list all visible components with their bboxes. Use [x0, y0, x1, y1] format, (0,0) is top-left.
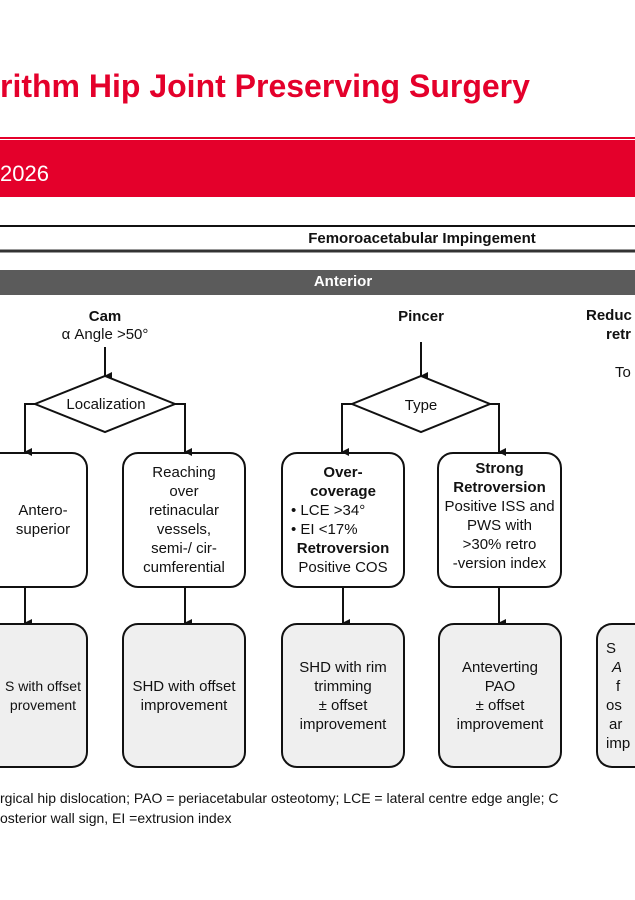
anterior-label: Anterior — [313, 273, 373, 290]
box-text: os — [606, 696, 622, 714]
box-text: provement — [9, 696, 77, 713]
box-text: trimming — [314, 677, 372, 695]
outcome-3: SHD with rim trimming ± offset improveme… — [281, 623, 405, 768]
box-text: S with offset — [4, 677, 81, 694]
box-text: S — [606, 639, 617, 657]
box-text: SHD with offset — [132, 677, 236, 695]
type-diamond — [349, 374, 493, 434]
type-right-branch — [490, 403, 506, 456]
box-text: improvement — [299, 715, 387, 733]
footnote-line-2: osterior wall sign, EI =extrusion index — [0, 810, 232, 826]
title-divider — [0, 137, 635, 139]
localization-left-branch — [24, 403, 35, 456]
box-text: vessels, — [156, 521, 212, 538]
localization-right-branch — [175, 403, 192, 456]
box-text: A — [612, 658, 623, 676]
box-text: ± offset — [318, 696, 368, 714]
root-node-label: Femoroacetabular Impingement — [308, 230, 536, 247]
outcome-1: S with offset provement — [0, 623, 88, 768]
box-title: Over- — [323, 464, 363, 481]
bullet-text: EI <17% — [300, 521, 358, 538]
box-reaching-retinacular: Reaching over retinacular vessels, semi-… — [122, 452, 246, 588]
box-text: improvement — [140, 696, 228, 714]
box-text: Anteverting — [462, 658, 538, 676]
year-label: 2026 — [0, 161, 49, 186]
type-left-branch — [341, 403, 352, 456]
right-partial-text: To — [615, 364, 631, 381]
footnote-line-1: rgical hip dislocation; PAO = periacetab… — [0, 790, 559, 806]
box-text: over — [169, 483, 199, 500]
outcome-4: Anteverting PAO ± offset improvement — [438, 623, 562, 768]
box-title: coverage — [310, 483, 376, 500]
box-text: PWS with — [466, 517, 532, 534]
box-text: ar — [609, 715, 623, 733]
header-band — [0, 140, 635, 197]
type-label: Type — [404, 397, 438, 414]
box-anterosuperior: Antero- superior — [0, 452, 88, 588]
cam-title: Cam — [88, 308, 122, 325]
box-text: Positive ISS and — [444, 498, 555, 515]
box-text: -version index — [452, 555, 547, 572]
box-text: Positive COS — [298, 559, 388, 576]
localization-label: Localization — [66, 396, 146, 413]
bullet-text: LCE >34° — [300, 502, 366, 519]
anterior-bar — [0, 270, 635, 295]
right-partial-title: Reduc — [586, 307, 632, 324]
outcome-5: S A f os ar imp — [596, 623, 635, 768]
box-title: Retroversion — [453, 479, 546, 496]
box-overcoverage: Over- coverage • LCE >34° • EI <17% Retr… — [281, 452, 405, 588]
box-text: improvement — [456, 715, 544, 733]
box-text: semi-/ cir- — [151, 540, 217, 557]
box-text: ± offset — [475, 696, 525, 714]
box-text: SHD with rim — [299, 658, 387, 676]
outcome-2: SHD with offset improvement — [122, 623, 246, 768]
box-text: Antero- — [18, 502, 68, 519]
box-title: Strong — [475, 460, 524, 477]
box-text: superior — [15, 521, 71, 538]
bullet-ei: • EI <17% — [291, 521, 358, 538]
box-strong-retroversion: Strong Retroversion Positive ISS and PWS… — [437, 452, 562, 588]
slide-title: rithm Hip Joint Preserving Surgery — [0, 68, 530, 104]
box-text: f — [616, 677, 621, 695]
box-text: Reaching — [152, 464, 216, 481]
box-text: PAO — [484, 677, 516, 695]
box-text: cumferential — [143, 559, 225, 576]
box-title: Retroversion — [296, 540, 390, 557]
box-text: retinacular — [148, 502, 220, 519]
right-partial-title-2: retr — [606, 326, 632, 343]
box-text: imp — [606, 734, 631, 752]
cam-criterion: α Angle >50° — [61, 326, 149, 343]
pincer-title: Pincer — [398, 308, 444, 325]
box-text: >30% retro — [462, 536, 537, 553]
bullet-lce: • LCE >34° — [291, 502, 366, 519]
localization-diamond — [32, 374, 178, 434]
